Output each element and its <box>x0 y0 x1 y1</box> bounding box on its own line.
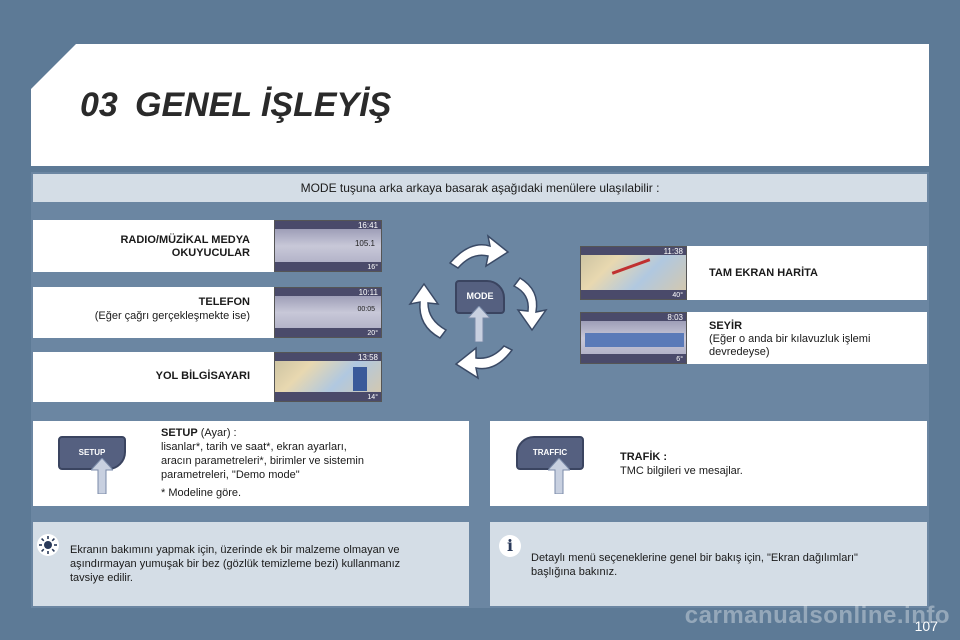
header-card <box>31 44 929 166</box>
mode-press-arrow-icon <box>468 306 490 342</box>
menu-nav-title: SEYİR <box>709 320 743 332</box>
trip-screen-thumbnail: 13:58 14° <box>274 352 382 402</box>
tip-box-right <box>490 522 927 606</box>
tip-left-line-2: aşındırmayan yumuşak bir bez (gözlük tem… <box>70 558 401 570</box>
setup-desc-3: parametreleri, "Demo mode" <box>161 469 300 481</box>
nav-thumb-temp: 6° <box>676 356 683 363</box>
arrow-right-icon <box>512 277 548 332</box>
setup-title-line: SETUP (Ayar) : <box>161 427 237 440</box>
traffic-button-label: TRAFFIC <box>532 448 568 457</box>
info-icon: i <box>499 535 521 557</box>
setup-title-suffix: (Ayar) : <box>197 427 237 439</box>
radio-thumb-freq: 105.1 <box>354 239 375 248</box>
map-screen-thumbnail: 11:38 40° <box>580 246 687 300</box>
chapter-title: GENEL İŞLEYİŞ <box>135 86 392 124</box>
traffic-desc: TMC bilgileri ve mesajlar. <box>620 465 743 477</box>
menu-trip-title: YOL BİLGİSAYARI <box>155 370 250 382</box>
page-number: 107 <box>914 618 938 634</box>
tip-box-left <box>33 522 469 606</box>
sun-icon <box>37 534 59 556</box>
menu-radio: RADIO/MÜZİKAL MEDYA OKUYUCULAR <box>33 220 274 272</box>
map-thumb-clock: 11:38 <box>663 247 683 256</box>
menu-radio-title-1: RADIO/MÜZİKAL MEDYA <box>120 234 250 246</box>
nav-thumb-clock: 8:03 <box>667 313 683 322</box>
radio-thumb-clock: 16:41 <box>357 221 378 230</box>
menu-trip: YOL BİLGİSAYARI <box>33 352 274 402</box>
traffic-press-arrow-icon <box>548 458 570 494</box>
phone-thumb-timer: 00:05 <box>357 306 375 313</box>
trip-thumb-clock: 13:58 <box>357 353 378 362</box>
mode-button-label: MODE <box>466 291 494 301</box>
arrow-left-icon <box>408 282 448 339</box>
setup-desc-2: aracın parametreleri*, birimler ve siste… <box>161 455 364 467</box>
intro-text: MODE tuşuna arka arkaya basarak aşağıdak… <box>33 174 927 202</box>
tip-right-line-1: Detaylı menü seçeneklerine genel bir bak… <box>531 552 858 564</box>
setup-press-arrow-icon <box>91 458 113 494</box>
setup-desc-1: lisanlar*, tarih ve saat*, ekran ayarlar… <box>161 441 347 453</box>
phone-thumb-temp: 20° <box>367 330 378 337</box>
traffic-title: TRAFİK : <box>620 451 668 463</box>
menu-phone: TELEFON (Eğer çağrı gerçekleşmekte ise) <box>33 287 274 338</box>
traffic-button[interactable]: TRAFFIC <box>516 436 584 470</box>
phone-thumb-clock: 10:11 <box>358 288 378 297</box>
setup-note: * Modeline göre. <box>161 487 242 499</box>
phone-screen-thumbnail: 10:11 00:05 20° <box>274 287 382 338</box>
watermark: carmanualsonline.info <box>684 602 950 629</box>
setup-button-label: SETUP <box>78 448 106 457</box>
map-thumb-temp: 40° <box>672 292 683 299</box>
tip-right-line-2: başlığına bakınız. <box>531 566 618 578</box>
setup-title: SETUP <box>161 427 198 439</box>
menu-map-title: TAM EKRAN HARİTA <box>709 267 818 279</box>
menu-radio-title-2: OKUYUCULAR <box>171 247 250 259</box>
radio-thumb-temp: 16° <box>367 264 378 271</box>
mode-cycle-arrows <box>408 234 548 380</box>
menu-phone-subtitle: (Eğer çağrı gerçekleşmekte ise) <box>94 310 250 322</box>
nav-screen-thumbnail: 8:03 6° <box>580 312 687 364</box>
tip-left-line-3: tavsiye edilir. <box>70 572 133 584</box>
arrow-top-icon <box>448 234 510 269</box>
menu-nav: SEYİR (Eğer o anda bir kılavuzluk işlemi… <box>687 312 927 364</box>
arrow-bottom-icon <box>454 345 514 380</box>
tip-left-line-1: Ekranın bakımını yapmak için, üzerinde e… <box>70 544 400 556</box>
trip-thumb-temp: 14° <box>367 394 378 401</box>
menu-nav-subtitle-2: devredeyse) <box>709 346 770 358</box>
menu-map: TAM EKRAN HARİTA <box>687 246 927 300</box>
chapter-number: 03 <box>80 86 118 124</box>
radio-screen-thumbnail: 16:41 105.1 16° <box>274 220 382 272</box>
menu-phone-title: TELEFON <box>198 296 250 308</box>
menu-nav-subtitle-1: (Eğer o anda bir kılavuzluk işlemi <box>709 333 871 345</box>
